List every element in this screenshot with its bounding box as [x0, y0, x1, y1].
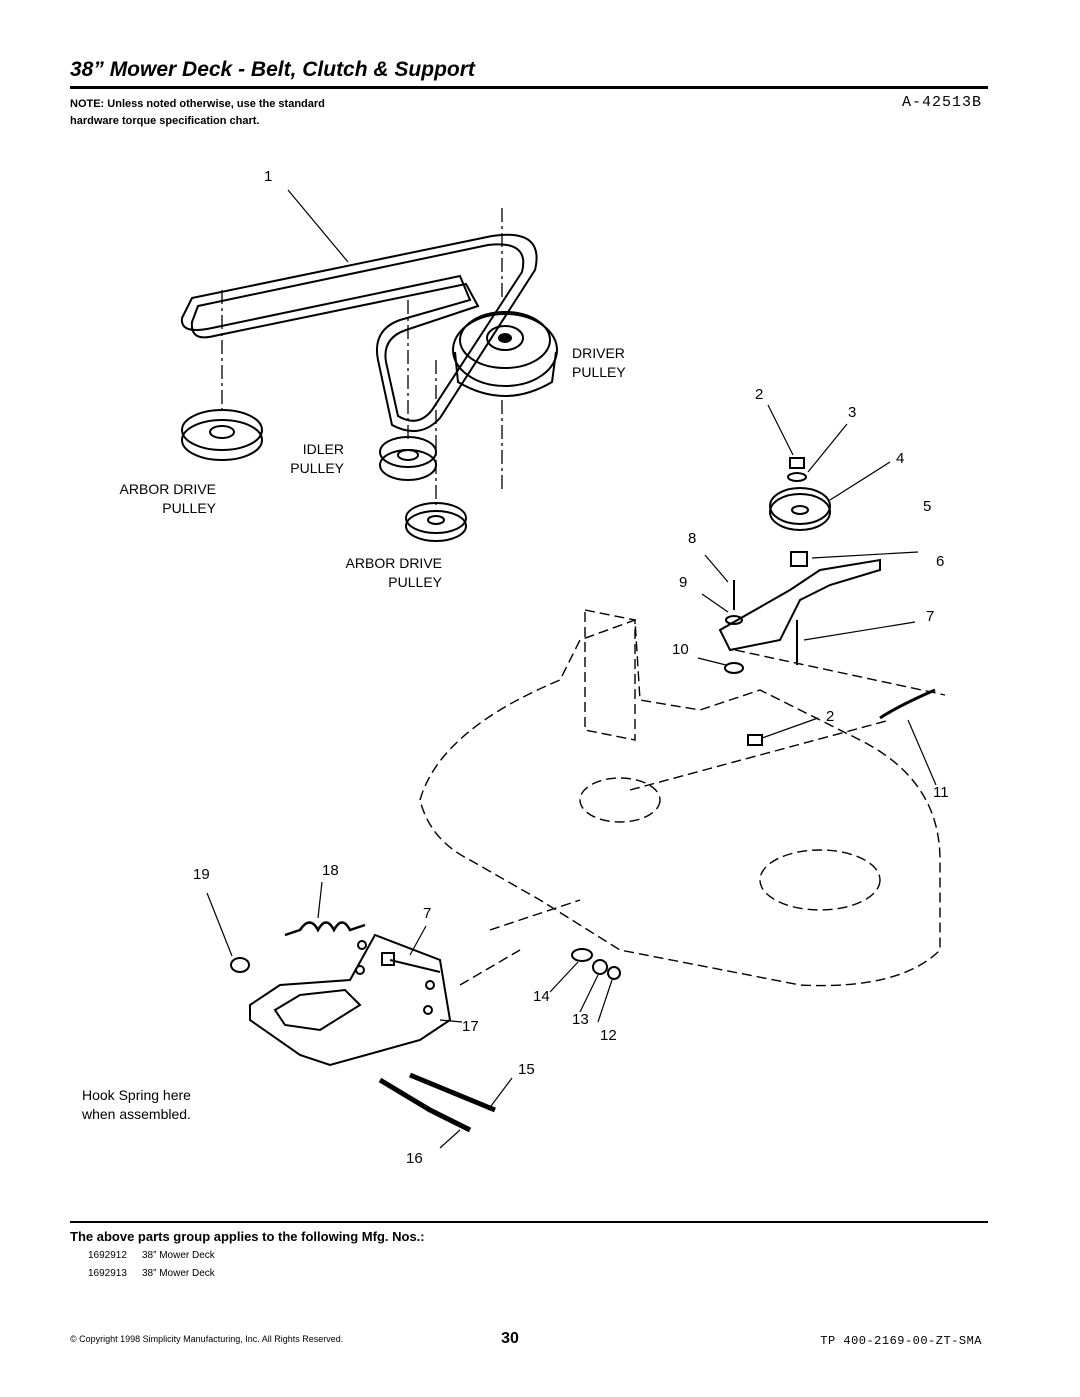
- support-rods: [378, 1072, 496, 1133]
- idler-pulley-label: IDLER PULLEY: [290, 441, 344, 476]
- callout-9: 9: [679, 574, 688, 591]
- callout-19: 19: [193, 866, 210, 883]
- callout-14: 14: [533, 988, 550, 1005]
- driver-pulley-label: DRIVER PULLEY: [572, 345, 626, 380]
- callout-18: 18: [322, 862, 339, 879]
- mfg-row: 1692912 38” Mower Deck: [88, 1250, 215, 1261]
- callout-6: 6: [936, 553, 945, 570]
- mfg-number: 1692913: [88, 1268, 127, 1279]
- callout-7b: 7: [423, 905, 432, 922]
- figure-id: A-42513B: [901, 94, 982, 111]
- support-spring: [284, 921, 366, 937]
- callout-7: 7: [926, 608, 935, 625]
- callout-17: 17: [462, 1018, 479, 1035]
- idler-pulley: [379, 436, 437, 481]
- exploded-parts-diagram: [180, 189, 946, 1149]
- drive-belt: [180, 233, 538, 433]
- callout-11: 11: [933, 784, 949, 801]
- callout-2: 2: [755, 386, 764, 403]
- centerlines: [221, 208, 503, 505]
- callout-3: 3: [848, 404, 857, 421]
- section-rule: [70, 1221, 988, 1223]
- mfg-number: 1692912: [88, 1250, 127, 1261]
- header-rule: [70, 86, 988, 89]
- callout-1: 1: [264, 168, 273, 185]
- callout-4: 4: [896, 450, 905, 467]
- mower-deck-outline: [419, 609, 946, 987]
- callout-5: 5: [923, 498, 932, 515]
- arbor-drive-pulley-left-label: ARBOR DRIVE PULLEY: [119, 481, 216, 516]
- callout-13: 13: [572, 1011, 589, 1028]
- callout-16: 16: [406, 1150, 423, 1167]
- arbor-drive-pulley-right-label: ARBOR DRIVE PULLEY: [345, 555, 442, 590]
- callout-8: 8: [688, 530, 697, 547]
- callout-10: 10: [672, 641, 689, 658]
- driver-pulley-clutch: [452, 311, 558, 397]
- callout-15: 15: [518, 1061, 535, 1078]
- mfg-row: 1692913 38” Mower Deck: [88, 1268, 215, 1279]
- arbor-drive-pulley-right: [405, 502, 467, 542]
- page-number: 30: [501, 1330, 519, 1347]
- page-title: 38” Mower Deck - Belt, Clutch & Support: [70, 58, 475, 81]
- torque-note: NOTE: Unless noted otherwise, use the st…: [70, 98, 325, 127]
- hook-spring-note: Hook Spring here when assembled.: [82, 1087, 191, 1122]
- hardware-parts: [230, 948, 621, 980]
- leader-lines: [206, 189, 937, 1149]
- document-code: TP 400-2169-00-ZT-SMA: [820, 1334, 982, 1348]
- copyright: © Copyright 1998 Simplicity Manufacturin…: [70, 1334, 344, 1344]
- applies-heading: The above parts group applies to the fol…: [70, 1229, 425, 1244]
- support-bracket: [249, 933, 452, 1067]
- mfg-description: 38” Mower Deck: [142, 1250, 215, 1261]
- mfg-description: 38” Mower Deck: [142, 1268, 215, 1279]
- callout-12: 12: [600, 1027, 617, 1044]
- idler-arm-assembly: [718, 457, 936, 746]
- callout-2b: 2: [826, 708, 835, 725]
